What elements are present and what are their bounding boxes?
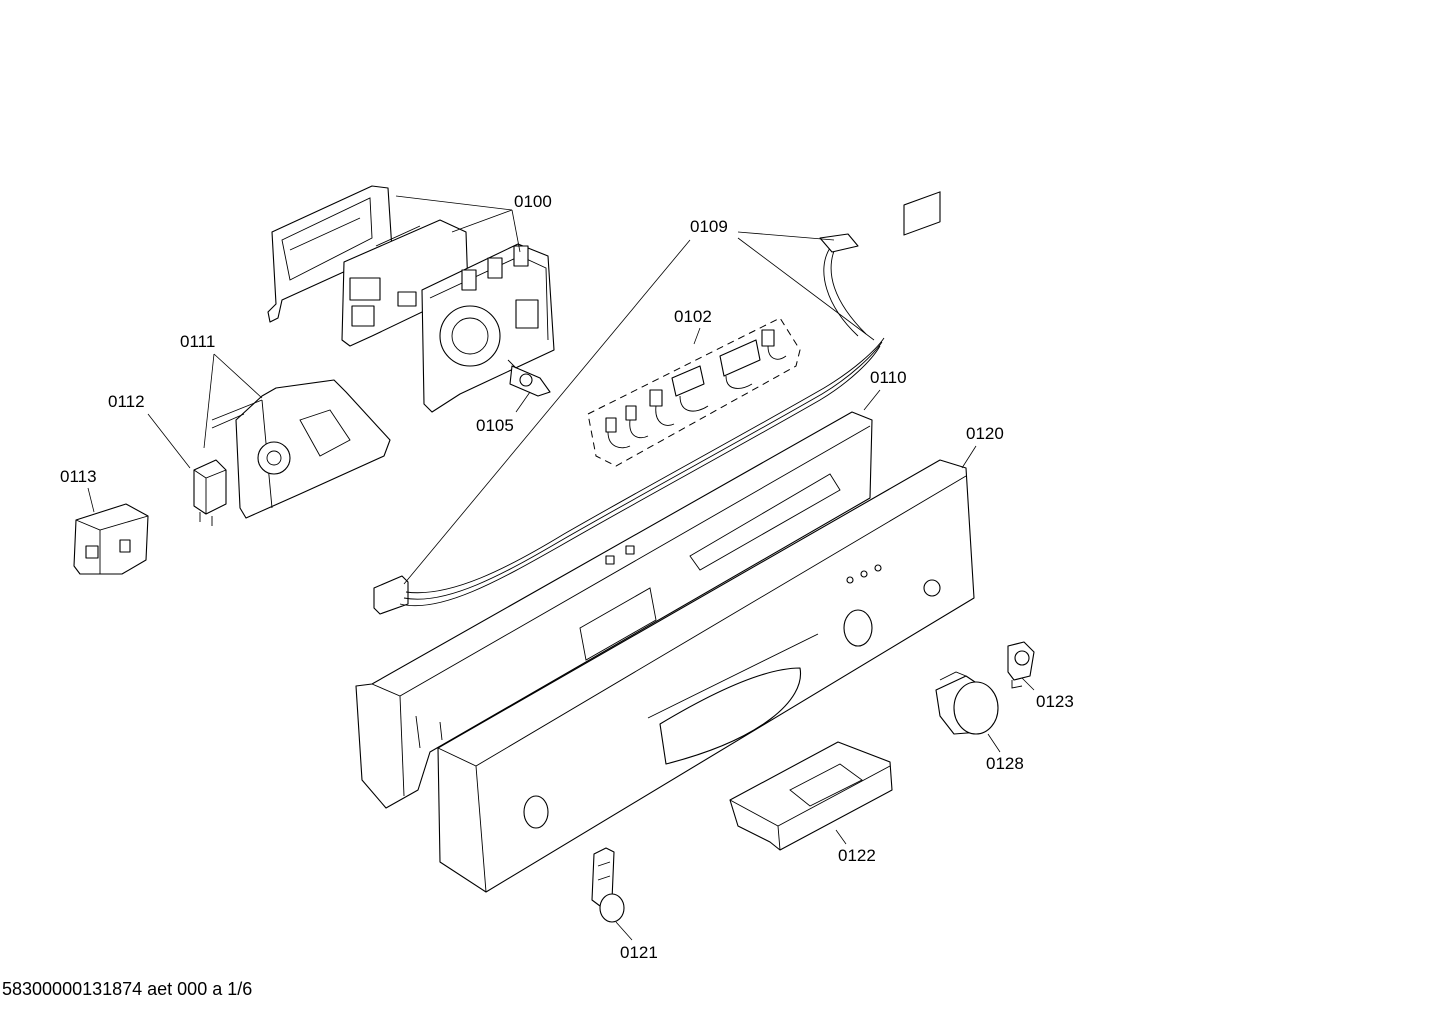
document-id: 58300000131874 aet 000 a 1/6 (2, 979, 253, 999)
callout-0100: 0100 (514, 192, 552, 211)
part-0123-small-bracket (1007, 641, 1035, 689)
callout-0112: 0112 (108, 392, 145, 411)
callout-0121: 0121 (620, 943, 658, 962)
part-0100-control-module (267, 185, 555, 413)
part-0128-knob (935, 671, 999, 735)
part-0111-switch-block (211, 379, 391, 519)
callout-0110: 0110 (870, 368, 907, 387)
callout-0128: 0128 (986, 754, 1024, 773)
part-0110-panel-frame (355, 411, 873, 809)
part-0102-connector-set (587, 317, 801, 467)
part-0113-relay (73, 503, 149, 575)
callout-0102: 0102 (674, 307, 712, 326)
leader-lines (87, 195, 1035, 941)
part-0121-push-button (591, 847, 625, 923)
callout-0120: 0120 (966, 424, 1004, 443)
callout-0111: 0111 (180, 332, 215, 351)
callout-labels: 0100 0109 0102 0111 0112 0113 0105 0110 … (60, 192, 1074, 962)
callout-0105: 0105 (476, 416, 514, 435)
callout-0113: 0113 (60, 467, 97, 486)
callout-0109: 0109 (690, 217, 728, 236)
part-0122-dispenser-lid (729, 741, 893, 851)
callout-0123: 0123 (1036, 692, 1074, 711)
part-0120-panel-fascia (437, 191, 975, 893)
part-0112-micro-switch (193, 459, 227, 526)
callout-0122: 0122 (838, 846, 876, 865)
part-0109-wire-harness (373, 233, 885, 615)
part-0105-sensor (507, 359, 551, 397)
